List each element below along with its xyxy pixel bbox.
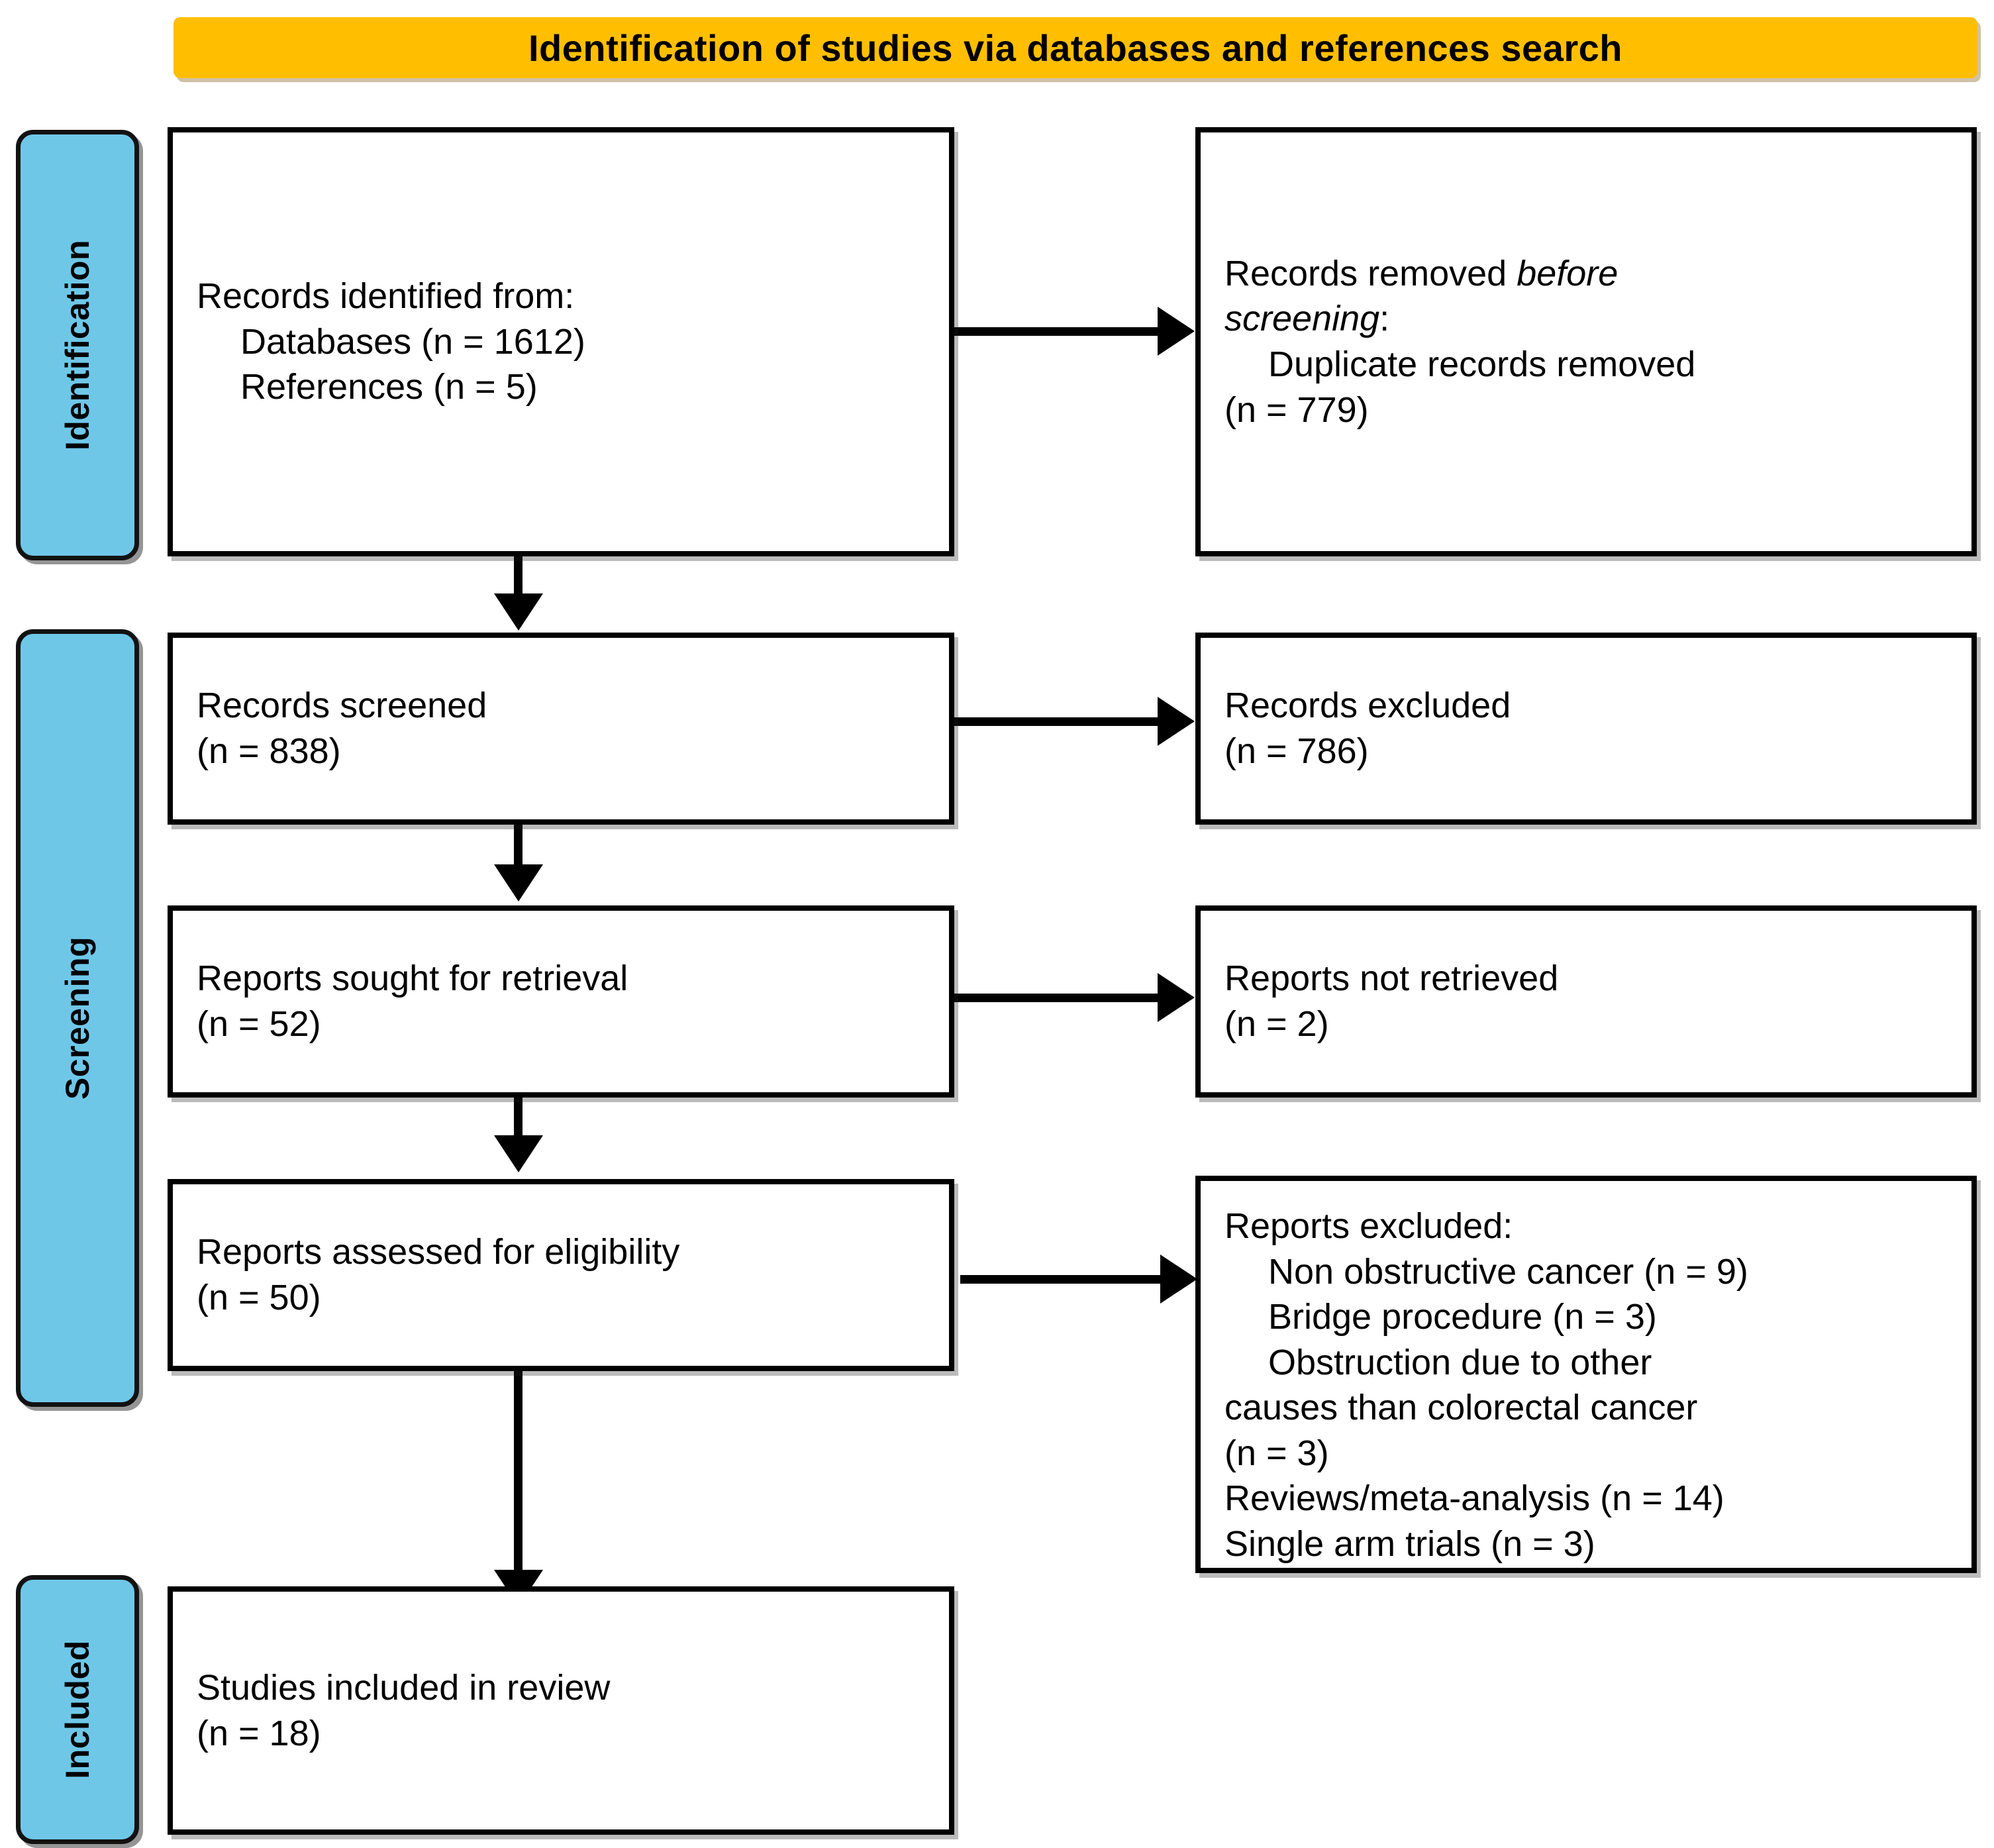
records-removed-text-a: Records removed xyxy=(1224,253,1517,293)
box-studies-included: Studies included in review (n = 18) xyxy=(168,1586,954,1835)
reports-excluded-item: Obstruction due to other xyxy=(1268,1342,1652,1382)
arrowhead-assessed-to-reports-excluded xyxy=(1160,1255,1197,1304)
box-reports-sought: Reports sought for retrieval (n = 52) xyxy=(168,905,954,1098)
stage-label-included: Included xyxy=(59,1640,97,1779)
connector-screened-to-sought xyxy=(514,825,523,872)
reports-excluded-item: Bridge procedure (n = 3) xyxy=(1268,1297,1657,1337)
records-removed-emph-screening: screening xyxy=(1224,299,1380,339)
records-removed-duplicates: Duplicate records removed xyxy=(1268,344,1696,384)
box-reports-not-retrieved: Reports not retrieved (n = 2) xyxy=(1195,905,1977,1098)
arrowhead-sought-to-assessed xyxy=(494,1135,543,1172)
records-removed-emph-before: before xyxy=(1517,253,1619,293)
arrowhead-sought-to-not-retrieved xyxy=(1158,973,1195,1022)
records-excluded-count: (n = 786) xyxy=(1224,731,1369,771)
arrowhead-identified-to-removed xyxy=(1158,307,1195,356)
reports-not-retrieved-label: Reports not retrieved xyxy=(1224,958,1559,999)
records-removed-line-1: Records removed before xyxy=(1224,251,1948,297)
connector-identified-to-screened xyxy=(514,550,523,600)
studies-included-label: Studies included in review xyxy=(197,1667,611,1708)
records-removed-line-2: screening: xyxy=(1224,296,1948,342)
reports-assessed-label: Reports assessed for eligibility xyxy=(197,1232,680,1272)
diagram-header-banner: Identification of studies via databases … xyxy=(174,17,1977,78)
reports-sought-count: (n = 52) xyxy=(197,1004,321,1044)
reports-excluded-item: Single arm trials (n = 3) xyxy=(1224,1524,1595,1565)
connector-sought-to-not-retrieved xyxy=(949,994,1161,1002)
reports-excluded-heading: Reports excluded: xyxy=(1224,1206,1513,1246)
reports-excluded-item: (n = 3) xyxy=(1224,1433,1329,1473)
stage-label-identification: Identification xyxy=(59,239,97,451)
records-identified-databases: Databases (n = 1612) xyxy=(240,321,585,362)
page-title: Identification of studies via databases … xyxy=(528,26,1622,69)
arrowhead-identified-to-screened xyxy=(494,593,543,631)
reports-excluded-item: Non obstructive cancer (n = 9) xyxy=(1268,1251,1748,1292)
box-records-identified: Records identified from: Databases (n = … xyxy=(168,127,954,556)
records-identified-references: References (n = 5) xyxy=(240,367,538,407)
connector-sought-to-assessed xyxy=(514,1094,523,1146)
stage-pill-included: Included xyxy=(16,1575,139,1844)
reports-not-retrieved-count: (n = 2) xyxy=(1224,1004,1329,1044)
stage-label-screening: Screening xyxy=(59,936,96,1100)
box-records-removed: Records removed before screening: Duplic… xyxy=(1195,127,1977,556)
stage-pill-screening: Screening xyxy=(16,629,139,1407)
box-records-excluded: Records excluded (n = 786) xyxy=(1195,633,1977,825)
records-removed-colon: : xyxy=(1379,299,1390,339)
records-screened-label: Records screened xyxy=(197,686,487,726)
records-screened-count: (n = 838) xyxy=(197,731,341,771)
connector-assessed-to-included xyxy=(514,1361,523,1580)
reports-excluded-item: Reviews/meta-analysis (n = 14) xyxy=(1224,1478,1724,1519)
reports-assessed-count: (n = 50) xyxy=(197,1278,321,1317)
stage-pill-identification: Identification xyxy=(16,130,139,560)
arrowhead-screened-to-sought xyxy=(494,864,543,901)
records-excluded-label: Records excluded xyxy=(1224,686,1511,726)
records-identified-line-1: Records identified from: xyxy=(197,276,575,317)
records-removed-count: (n = 779) xyxy=(1224,389,1369,430)
box-reports-excluded: Reports excluded: Non obstructive cancer… xyxy=(1195,1176,1977,1573)
box-records-screened: Records screened (n = 838) xyxy=(168,633,954,825)
connector-screened-to-excluded xyxy=(949,717,1161,726)
studies-included-count: (n = 18) xyxy=(197,1713,321,1753)
arrowhead-screened-to-excluded xyxy=(1158,697,1195,746)
connector-assessed-to-reports-excluded xyxy=(960,1275,1166,1284)
reports-excluded-item: causes than colorectal cancer xyxy=(1224,1388,1698,1428)
box-reports-assessed: Reports assessed for eligibility (n = 50… xyxy=(168,1179,954,1371)
reports-sought-label: Reports sought for retrieval xyxy=(197,958,628,999)
